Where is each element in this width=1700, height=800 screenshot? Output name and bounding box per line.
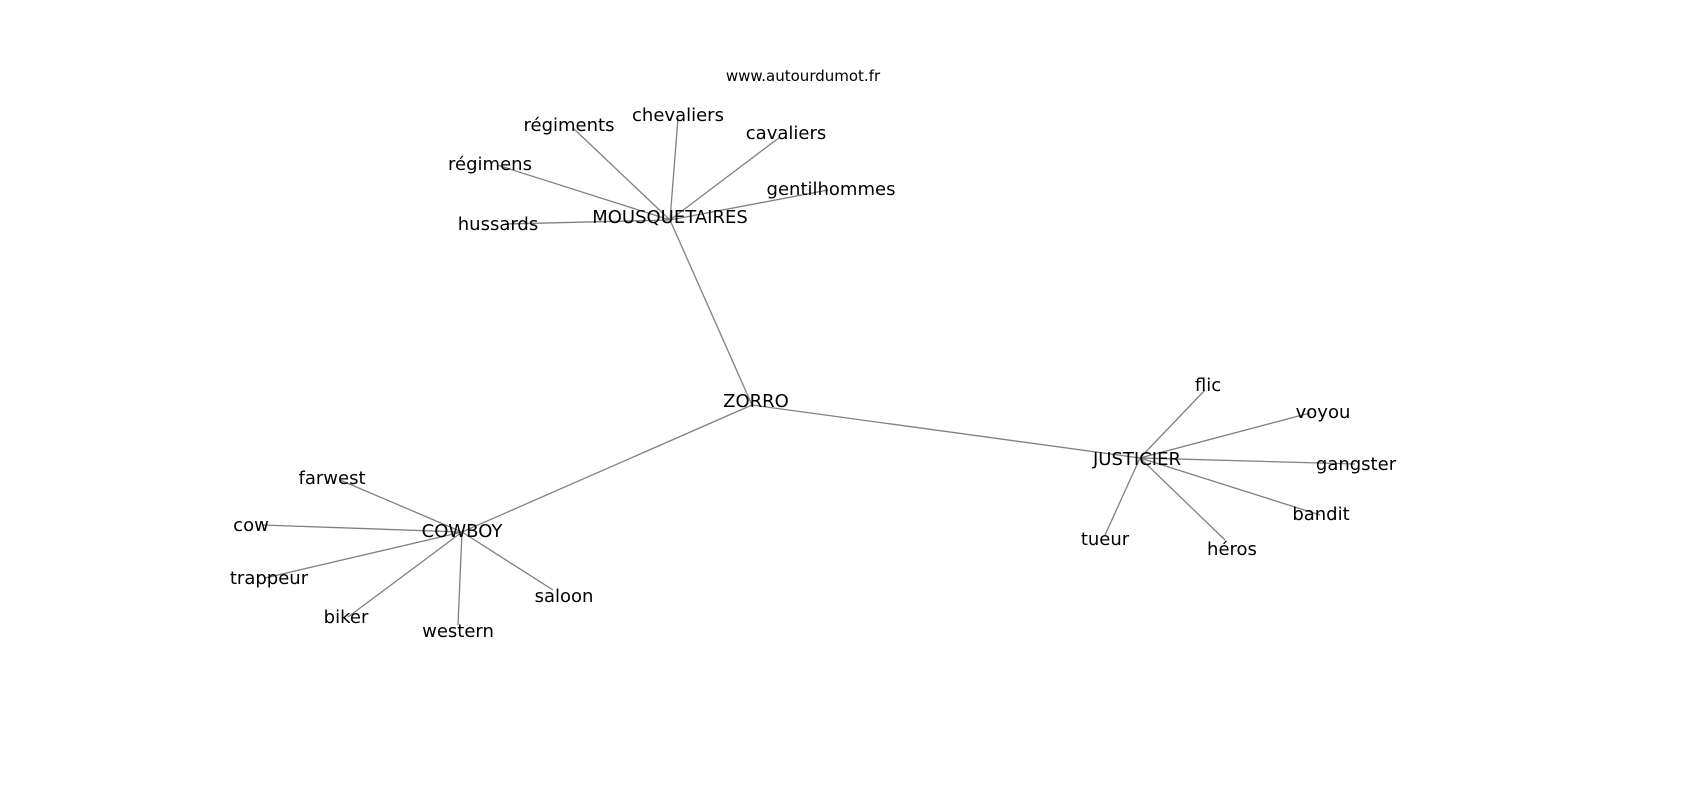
edge-mousquetaires-leaf bbox=[572, 127, 671, 221]
node-mousquetaires[interactable]: MOUSQUETAIRES bbox=[592, 207, 748, 228]
edge-cowboy-leaf bbox=[264, 531, 463, 579]
node-cowboy[interactable]: COWBOY bbox=[422, 521, 504, 542]
edge-justicier-leaf bbox=[1139, 457, 1321, 516]
node-leaf[interactable]: voyou bbox=[1296, 402, 1351, 423]
edge-zorro-justicier bbox=[751, 404, 1141, 459]
node-leaf[interactable]: chevaliers bbox=[632, 105, 724, 126]
node-leaf[interactable]: hussards bbox=[458, 214, 539, 235]
edge-justicier-leaf bbox=[1139, 457, 1356, 465]
edges bbox=[261, 117, 1356, 626]
edge-cowboy-leaf bbox=[339, 479, 463, 533]
edge-cowboy-leaf bbox=[457, 531, 463, 626]
edge-justicier-leaf bbox=[1139, 412, 1311, 459]
watermark-url[interactable]: www.autourdumot.fr bbox=[726, 67, 881, 85]
edge-mousquetaires-leaf bbox=[669, 189, 829, 221]
node-leaf[interactable]: régiments bbox=[524, 115, 615, 136]
node-zorro[interactable]: ZORRO bbox=[723, 391, 789, 412]
node-leaf[interactable]: cavaliers bbox=[746, 123, 826, 144]
node-leaf[interactable]: bandit bbox=[1292, 504, 1349, 525]
node-leaf[interactable]: western bbox=[422, 621, 494, 642]
node-leaf[interactable]: régimens bbox=[448, 154, 532, 175]
edge-justicier-leaf bbox=[1104, 457, 1141, 536]
node-leaf[interactable]: trappeur bbox=[230, 568, 309, 589]
edge-mousquetaires-leaf bbox=[496, 164, 671, 221]
edge-mousquetaires-leaf bbox=[669, 136, 781, 221]
edge-zorro-mousquetaires bbox=[669, 219, 753, 406]
node-justicier[interactable]: JUSTICIER bbox=[1092, 449, 1181, 470]
node-leaf[interactable]: farwest bbox=[299, 468, 366, 489]
node-leaf[interactable]: biker bbox=[324, 607, 369, 628]
edge-zorro-cowboy bbox=[461, 404, 753, 533]
node-leaf[interactable]: gentilhommes bbox=[767, 179, 896, 200]
edge-cowboy-leaf bbox=[261, 524, 463, 533]
edge-cowboy-leaf bbox=[347, 531, 463, 618]
node-leaf[interactable]: cow bbox=[233, 515, 269, 536]
edge-justicier-leaf bbox=[1139, 457, 1226, 541]
node-labels: ZORRO MOUSQUETAIRES régiments chevaliers cav… bbox=[230, 105, 1397, 642]
edge-mousquetaires-leaf bbox=[504, 219, 671, 225]
edge-justicier-leaf bbox=[1139, 389, 1206, 459]
edge-mousquetaires-leaf bbox=[669, 117, 679, 221]
node-leaf[interactable]: flic bbox=[1195, 375, 1221, 396]
edge-cowboy-leaf bbox=[461, 531, 554, 591]
node-leaf[interactable]: gangster bbox=[1316, 454, 1397, 475]
node-leaf[interactable]: héros bbox=[1207, 539, 1257, 560]
node-leaf[interactable]: saloon bbox=[535, 586, 594, 607]
node-leaf[interactable]: tueur bbox=[1081, 529, 1130, 550]
